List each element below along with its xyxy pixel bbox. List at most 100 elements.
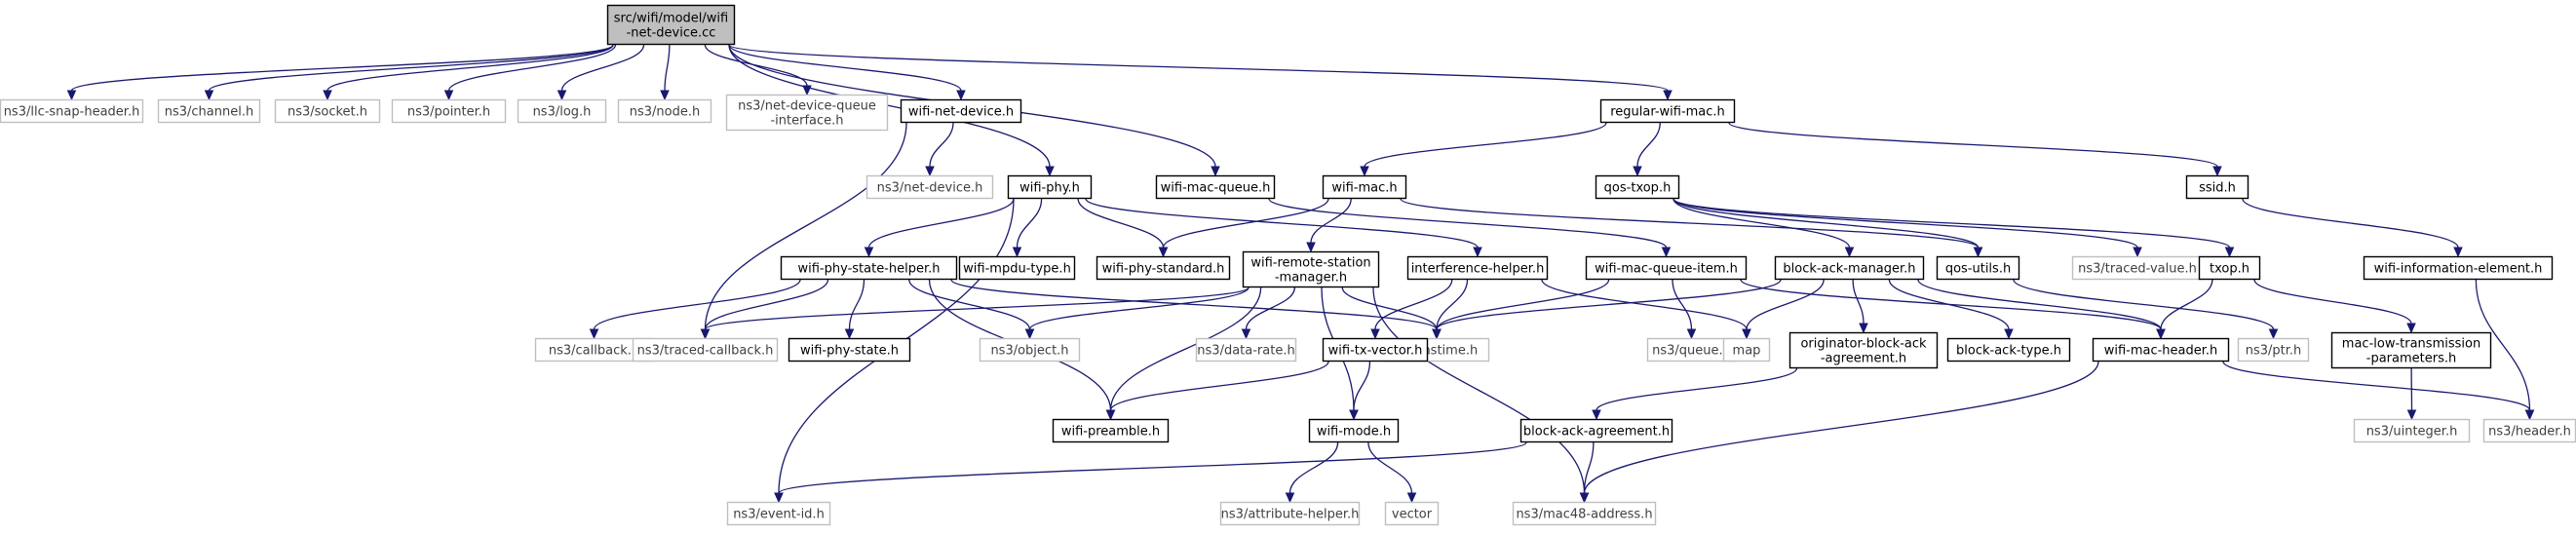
dependency-edges [66,44,2535,504]
node-object[interactable]: ns3/object.h [979,337,1081,363]
node-mac48-address[interactable]: ns3/mac48-address.h [1512,501,1657,526]
edge-line [2013,279,2275,330]
node-wifi-mpdu-type-box [958,255,1076,281]
edge-arrowhead [1592,409,1601,421]
node-mac-low-transmission-parameters[interactable]: mac-low-transmission-parameters.h [2330,331,2492,369]
node-net-device-queue-interface-box [725,94,889,132]
node-callback[interactable]: ns3/callback.h [534,337,654,363]
node-wifi-net-device-h[interactable]: wifi-net-device.h [900,98,1022,124]
node-channel[interactable]: ns3/channel.h [157,98,261,124]
edge-line [2160,279,2213,330]
edge-line [1372,287,1586,494]
edge-arrowhead [557,90,567,101]
node-net-device[interactable]: ns3/net-device.h [865,174,994,200]
node-wifi-phy[interactable]: wifi-phy.h [1007,174,1093,200]
node-traced-callback[interactable]: ns3/traced-callback.h [632,337,779,363]
node-ptr[interactable]: ns3/ptr.h [2237,337,2310,363]
node-map[interactable]: map [1722,337,1771,363]
node-qos-txop[interactable]: qos-txop.h [1595,174,1680,200]
node-vector-label: vector [1392,508,1433,522]
node-log[interactable]: ns3/log.h [517,98,607,124]
edge-line [2242,198,2459,248]
node-socket[interactable]: ns3/socket.h [274,98,381,124]
edge-line [867,198,1015,248]
node-pointer[interactable]: ns3/pointer.h [391,98,507,124]
node-wifi-mac-header[interactable]: wifi-mac-header.h [2092,337,2230,363]
node-block-ack-type[interactable]: block-ack-type.h [1946,337,2071,363]
node-queue[interactable]: ns3/queue.h [1646,337,1737,363]
node-attribute-helper[interactable]: ns3/attribute-helper.h [1219,501,1361,526]
edge-arrowhead [660,90,670,101]
edge-arrowhead [323,90,332,101]
edge-line [1268,198,1668,248]
node-traced-value[interactable]: ns3/traced-value.h [2071,255,2204,281]
edge-wmqi-to-queue [1672,279,1697,340]
node-wifi-mac[interactable]: wifi-mac.h [1322,174,1407,200]
edge-arrowhead [1686,328,1697,340]
node-originator-block-ack-agreement[interactable]: originator-block-ack-agreement.h [1788,331,1939,369]
node-block-ack-agreement[interactable]: block-ack-agreement.h [1519,418,1673,443]
edge-arrowhead [1633,166,1642,177]
node-node[interactable]: ns3/node.h [617,98,712,124]
edge-qostxop-to-qosutils [1672,198,1983,258]
node-log-label: ns3/log.h [533,105,592,120]
node-ssid-box [2185,174,2249,200]
node-event-id[interactable]: ns3/event-id.h [726,501,831,526]
edge-wrsm-to-object [1024,287,1250,340]
node-wifi-phy-state-helper[interactable]: wifi-phy-state-helper.h [780,255,958,281]
node-net-device-queue-interface[interactable]: ns3/net-device-queue-interface.h [725,94,889,132]
edge-line [929,122,954,168]
node-wifi-mpdu-type[interactable]: wifi-mpdu-type.h [958,255,1076,281]
node-llc-snap-header[interactable]: ns3/llc-snap-header.h [0,98,144,124]
node-queue-label: ns3/queue.h [1652,344,1731,359]
edge-qostxop-to-txop [1672,198,2235,258]
node-block-ack-manager[interactable]: block-ack-manager.h [1774,255,1925,281]
node-traced-callback-box [632,337,779,363]
edge-wifiphy-to-wmpdu [1012,198,1043,258]
node-wifi-preamble[interactable]: wifi-preamble.h [1052,418,1170,443]
node-txop-box [2198,255,2261,281]
edge-line [1672,198,1980,248]
edge-line [1583,361,2099,494]
node-wifi-mac-queue-label: wifi-mac-queue.h [1161,181,1271,196]
node-qos-utils[interactable]: qos-utils.h [1936,255,2020,281]
node-ssid[interactable]: ssid.h [2185,174,2249,200]
node-wifi-phy-state[interactable]: wifi-phy-state.h [788,337,911,363]
node-interference-helper[interactable]: interference-helper.h [1406,255,1549,281]
node-data-rate[interactable]: ns3/data-rate.h [1195,337,1297,363]
edge-wrsm-to-datarate [1241,287,1296,340]
edge-line [704,287,1250,330]
node-uinteger[interactable]: ns3/uinteger.h [2353,418,2471,443]
edge-rwm-to-wifimac [1360,122,1607,177]
node-block-ack-type-label: block-ack-type.h [1956,344,2061,359]
node-header[interactable]: ns3/header.h [2482,418,2576,443]
node-wifi-tx-vector[interactable]: wifi-tx-vector.h [1322,337,1429,363]
node-wifi-mac-queue-item[interactable]: wifi-mac-queue-item.h [1585,255,1748,281]
node-wifi-phy-state-label: wifi-phy-state.h [800,344,899,359]
node-qos-txop-label: qos-txop.h [1604,181,1672,196]
edge-arrowhead [204,90,214,101]
edge-line [1310,198,1352,244]
edge-line [704,122,907,330]
edge-qostxop-to-bam [1672,198,1855,258]
node-wifi-information-element[interactable]: wifi-information-element.h [2363,255,2554,281]
node-wifi-mac-queue[interactable]: wifi-mac-queue.h [1155,174,1276,200]
node-wifi-mode[interactable]: wifi-mode.h [1308,418,1400,443]
node-regular-wifi-mac[interactable]: regular-wifi-mac.h [1599,98,1736,124]
node-wifi-remote-station-manager[interactable]: wifi-remote-station-manager.h [1242,250,1380,288]
node-data-rate-label: ns3/data-rate.h [1197,344,1294,359]
node-block-ack-agreement-box [1519,418,1673,443]
node-net-device-label: ns3/net-device.h [877,181,983,196]
edge-arrowhead [1663,90,1672,101]
edge-line [1162,198,1329,248]
edge-line [1436,279,1469,330]
node-vector[interactable]: vector [1384,501,1440,526]
node-wifi-phy-standard[interactable]: wifi-phy-standard.h [1096,255,1231,281]
node-traced-value-label: ns3/traced-value.h [2078,262,2197,277]
node-interference-helper-box [1406,255,1549,281]
edge-arrowhead [1973,247,1983,258]
edge-arrowhead [956,90,966,101]
node-wifi-preamble-box [1052,418,1170,443]
edge-line [208,44,614,92]
node-txop[interactable]: txop.h [2198,255,2261,281]
